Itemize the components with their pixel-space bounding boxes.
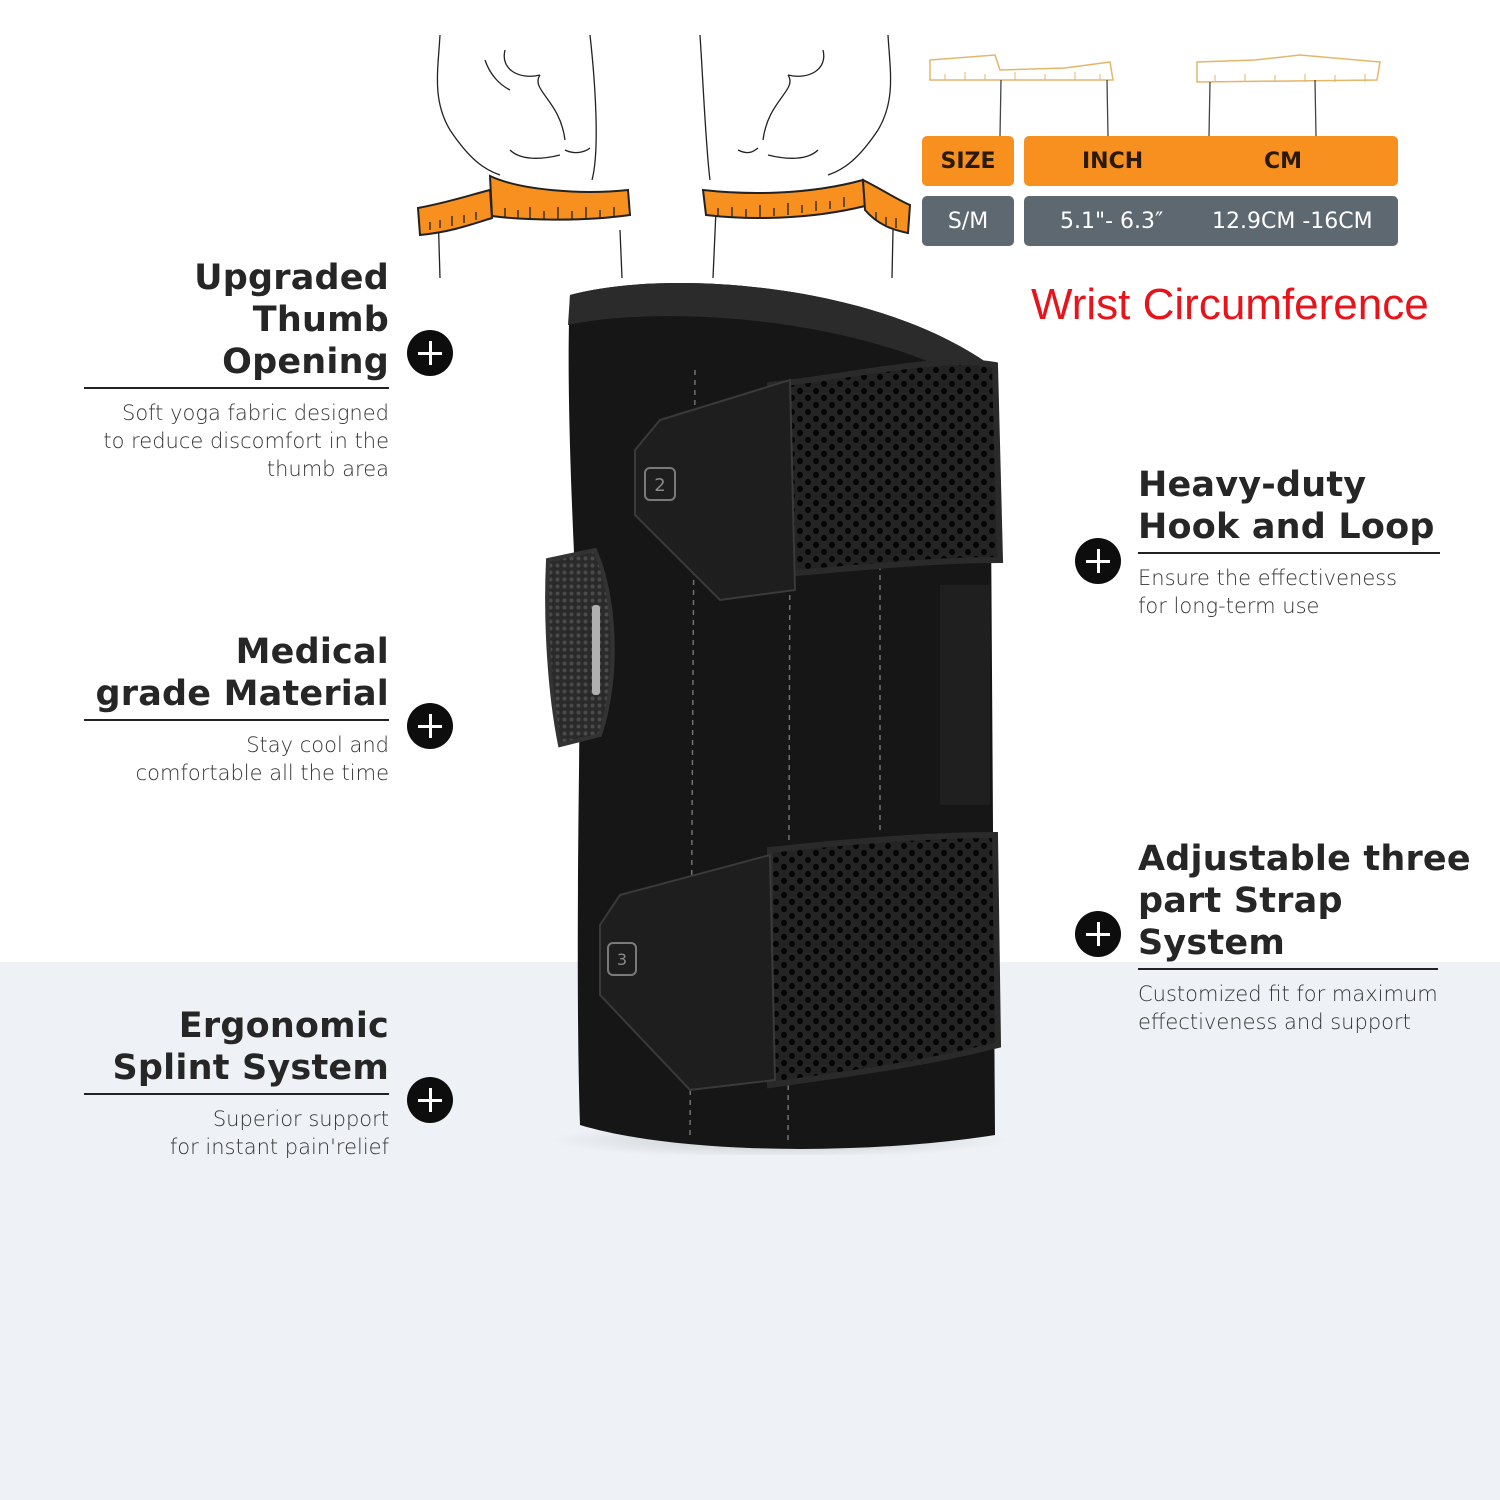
feature-ergonomic-splint: Ergonomic Splint System Superior support… — [84, 1005, 389, 1161]
wrist-measure-illustration-left — [416, 34, 632, 279]
feature-title: Ergonomic Splint System — [112, 1006, 389, 1088]
wrist-brace-product-image: 2 3 — [545, 283, 1010, 1155]
feature-description: Stay cool and comfortable all the time — [135, 733, 389, 785]
size-value-cell: S/M — [922, 196, 1014, 246]
unit-header-cell: INCH CM — [1024, 136, 1398, 186]
inch-header: INCH — [1082, 148, 1144, 174]
measurement-value-cell: 5.1"- 6.3″ 12.9CM -16CM — [1024, 196, 1398, 246]
feature-description: Customized fit for maximum effectiveness… — [1138, 982, 1438, 1034]
feature-title: Upgraded Thumb Opening — [194, 258, 389, 382]
feature-title: Medical grade Material — [95, 632, 389, 714]
feature-hook-and-loop: Heavy-duty Hook and Loop Ensure the effe… — [1138, 464, 1440, 620]
divider — [1138, 968, 1438, 970]
feature-title: Heavy-duty Hook and Loop — [1138, 465, 1435, 547]
divider — [84, 719, 389, 721]
plus-circle-icon — [407, 703, 453, 749]
plus-circle-icon — [407, 330, 453, 376]
plus-circle-icon — [407, 1077, 453, 1123]
wrist-circumference-caption: Wrist Circumference — [1031, 280, 1429, 329]
wrist-measure-illustration-right — [699, 34, 912, 279]
inch-value: 5.1"- 6.3″ — [1060, 208, 1164, 234]
feature-description: Superior support for instant pain'relief — [169, 1107, 389, 1159]
feature-thumb-opening: Upgraded Thumb Opening Soft yoga fabric … — [84, 257, 389, 483]
divider — [1138, 552, 1440, 554]
strap-label-3: 3 — [617, 950, 627, 969]
feature-title: Adjustable three part Strap System — [1138, 839, 1471, 963]
cm-header: CM — [1264, 148, 1303, 174]
divider — [84, 1093, 389, 1095]
feature-description: Soft yoga fabric designed to reduce disc… — [103, 401, 389, 481]
strap-label-2: 2 — [654, 475, 665, 496]
feature-medical-grade-material: Medical grade Material Stay cool and com… — [84, 631, 389, 787]
feature-adjustable-strap-system: Adjustable three part Strap System Custo… — [1138, 838, 1490, 1036]
divider — [84, 387, 389, 389]
plus-circle-icon — [1075, 538, 1121, 584]
plus-circle-icon — [1075, 911, 1121, 957]
feature-description: Ensure the effectiveness for long-term u… — [1138, 566, 1398, 618]
size-header-cell: SIZE — [922, 136, 1014, 186]
cm-value: 12.9CM -16CM — [1212, 208, 1373, 234]
tape-graphic-decoration — [929, 54, 1381, 137]
